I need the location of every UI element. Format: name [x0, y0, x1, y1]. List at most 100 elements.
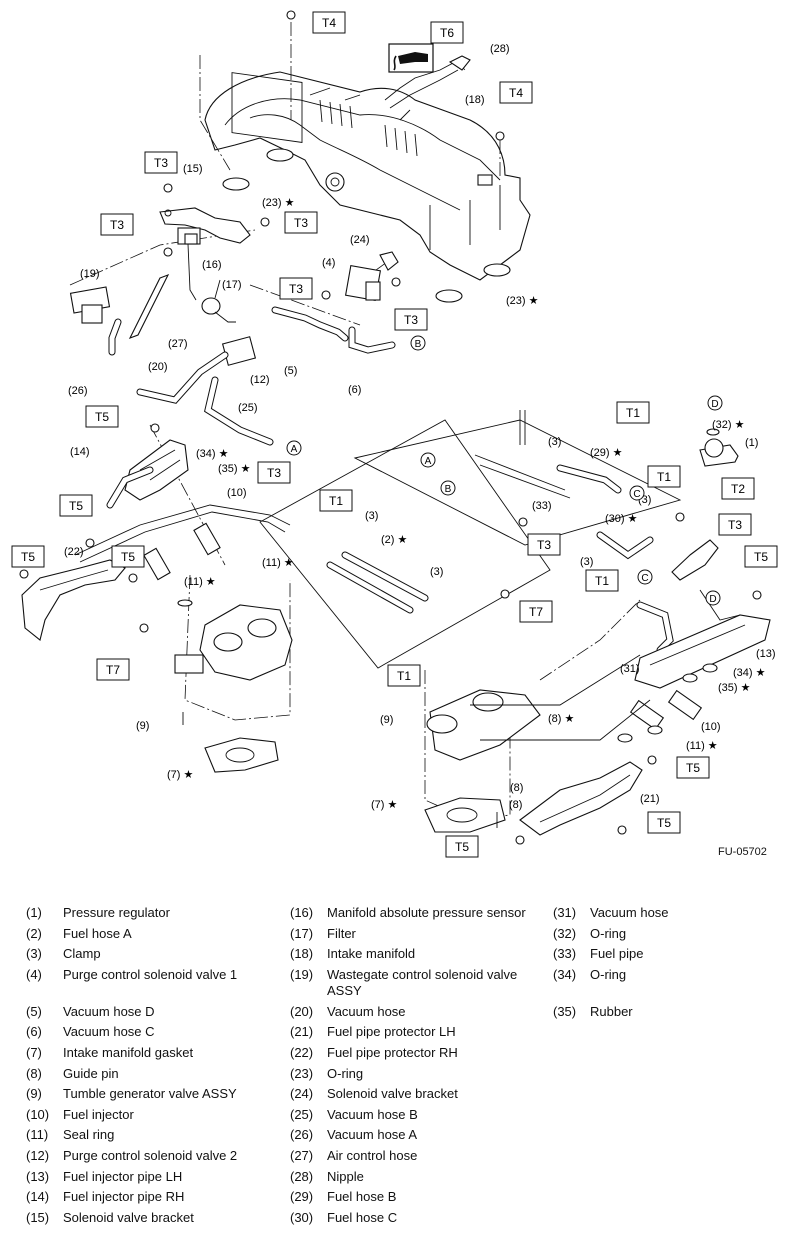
torque-label-t5: T5 — [111, 545, 145, 568]
callout-31: (31) — [620, 663, 640, 675]
legend-item: (16) Manifold absolute pressure sensor — [290, 905, 550, 926]
legend-item: (13)Fuel injector pipe LH — [26, 1169, 286, 1190]
legend-number: (29) — [290, 1189, 314, 1205]
callout-19: (19) — [80, 268, 100, 280]
legend-number: (18) — [290, 946, 314, 962]
callout-35: (35) ★ — [218, 463, 251, 475]
callout-7: (7) ★ — [371, 799, 398, 811]
exploded-parts-diagram — [19, 10, 771, 845]
legend-item: (12) Purge control solenoid valve 2 — [26, 1148, 286, 1169]
figure-id: FU-05702 — [718, 846, 767, 858]
legend-number: (20) — [290, 1003, 314, 1019]
gasket-left — [182, 712, 279, 773]
svg-text:T5: T5 — [121, 550, 135, 564]
svg-text:T5: T5 — [754, 550, 768, 564]
callout-21: (21) — [640, 793, 660, 805]
fuel-hose-group-outline — [259, 419, 551, 669]
wastegate-solenoid-19 — [69, 273, 170, 356]
callout-11: (11) ★ — [184, 576, 216, 588]
legend-column-3: (31)Vacuum hose(32)O-ring(33)Fuel pipe(3… — [553, 905, 783, 1024]
svg-text:T3: T3 — [404, 313, 418, 327]
legend-number: (2) — [26, 925, 42, 941]
legend-item: (1)Pressure regulator — [26, 905, 286, 926]
callout-18: (18) — [465, 94, 485, 106]
legend-part-name: Fuel hose A — [63, 925, 132, 941]
svg-text:D: D — [709, 594, 716, 605]
tgv-left — [174, 604, 293, 681]
svg-text:T1: T1 — [329, 494, 343, 508]
svg-text:A: A — [425, 456, 432, 467]
callout-27: (27) — [168, 338, 188, 350]
callout-5: (5) — [284, 365, 297, 377]
legend-item: (4)Purge control solenoid valve 1 — [26, 967, 286, 1004]
legend-part-name: Fuel hose C — [327, 1209, 398, 1225]
fuel-pipe-protector-lh — [519, 761, 643, 836]
callout-22: (22) — [64, 546, 84, 558]
connector-d: D — [707, 395, 723, 411]
legend-part-name: Solenoid valve bracket — [327, 1086, 458, 1102]
legend-item: (2) Fuel hose A — [26, 926, 286, 947]
legend-part-name: Solenoid valve bracket — [63, 1209, 194, 1225]
legend-part-name: Intake manifold gasket — [63, 1044, 194, 1060]
legend-part-name: Fuel pipe — [590, 946, 644, 962]
legend-number: (8) — [26, 1065, 42, 1081]
legend-number: (11) — [26, 1127, 49, 1143]
callout-32: (32) ★ — [712, 419, 745, 431]
legend-number: (33) — [553, 946, 577, 962]
svg-text:T5: T5 — [95, 410, 109, 424]
torque-label-t5: T5 — [647, 811, 681, 834]
solenoid-bracket-15 — [159, 207, 251, 301]
connector-c: C — [637, 569, 653, 585]
legend-number: (32) — [553, 925, 577, 941]
purge-solenoid-1 — [344, 251, 399, 302]
callout-17: (17) — [222, 279, 242, 291]
legend-number: (15) — [26, 1209, 50, 1225]
intake-manifold — [204, 61, 531, 281]
torque-label-t5: T5 — [676, 756, 710, 779]
torque-label-t2: T2 — [721, 477, 755, 500]
legend-item: (10)Fuel injector — [26, 1107, 286, 1128]
callout-23: (23) ★ — [262, 197, 295, 209]
torque-label-t4: T4 — [499, 81, 533, 104]
svg-text:T5: T5 — [69, 499, 83, 513]
torque-label-t1: T1 — [319, 489, 353, 512]
legend-part-name: Purge control solenoid valve 2 — [63, 1147, 238, 1163]
svg-text:T3: T3 — [289, 282, 303, 296]
svg-text:T6: T6 — [440, 26, 454, 40]
svg-text:B: B — [445, 484, 452, 495]
legend-item: (6)Vacuum hose C — [26, 1024, 286, 1045]
svg-text:T3: T3 — [110, 218, 124, 232]
legend-number: (16) — [290, 905, 314, 920]
torque-label-t3: T3 — [144, 151, 178, 174]
legend-item: (5)Vacuum hose D — [26, 1004, 286, 1025]
callout-8: (8) — [509, 799, 522, 811]
fuel-pipe-protector-rh — [21, 559, 126, 641]
pressure-regulator — [699, 428, 739, 467]
svg-text:C: C — [641, 573, 648, 584]
svg-text:T2: T2 — [731, 482, 745, 496]
callout-20: (20) — [148, 361, 168, 373]
legend-part-name: Vacuum hose B — [327, 1106, 418, 1122]
fuel-injectors-right — [617, 663, 718, 743]
svg-text:T4: T4 — [322, 16, 336, 30]
callout-10: (10) — [227, 487, 247, 499]
legend-number: (4) — [26, 966, 42, 982]
callout-4: (4) — [322, 257, 335, 269]
legend-item: (24)Solenoid valve bracket — [290, 1086, 550, 1107]
callout-8: (8) ★ — [548, 713, 575, 725]
legend-item: (18)Intake manifold — [290, 946, 550, 967]
callout-28: (28) — [490, 43, 510, 55]
o-ring-23 — [222, 148, 511, 303]
callout-3: (3) — [580, 556, 593, 568]
legend-part-name: Manifold absolute pressure sensor — [327, 905, 526, 920]
callout-11: (11) ★ — [262, 557, 294, 569]
fuel-injector-pipe-lh — [634, 539, 771, 689]
svg-text:T1: T1 — [626, 406, 640, 420]
fuel-injector-pipe-rh — [106, 439, 189, 509]
callout-9: (9) — [136, 720, 149, 732]
legend-number: (12) — [26, 1147, 50, 1163]
svg-text:B: B — [415, 339, 422, 350]
legend-part-name: Filter — [327, 925, 356, 941]
svg-text:T3: T3 — [537, 538, 551, 552]
